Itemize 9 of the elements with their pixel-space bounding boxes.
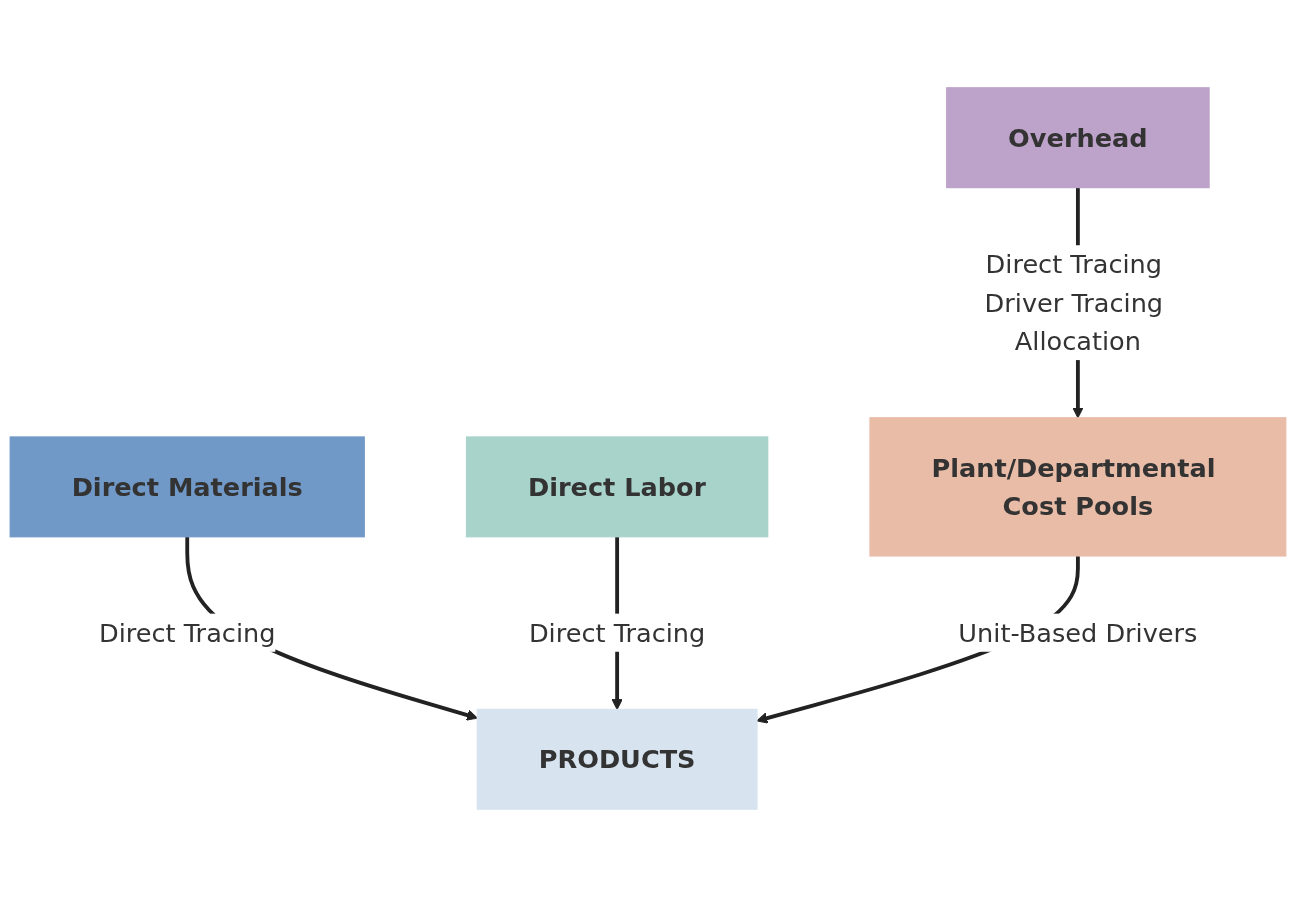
node-box: Plant/Departmental Cost Pools xyxy=(869,417,1287,557)
edge-label: Direct Tracing Driver Tracing Allocation xyxy=(984,248,1164,357)
node-box: Overhead xyxy=(946,87,1210,189)
edge-label: Unit-Based Drivers xyxy=(958,617,1198,649)
node-box: Direct Labor xyxy=(465,436,769,538)
edge-label: Direct Tracing xyxy=(99,617,276,649)
edge-label: Direct Tracing xyxy=(528,617,706,649)
node-box: PRODUCTS xyxy=(476,708,758,810)
node-box: Direct Materials xyxy=(9,436,365,538)
